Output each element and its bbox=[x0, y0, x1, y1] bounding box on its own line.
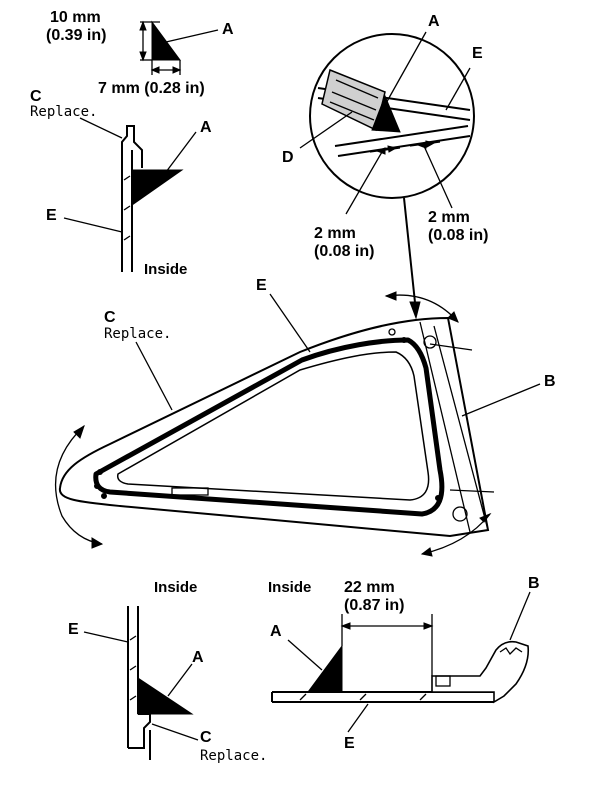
label-a-leader-4 bbox=[167, 663, 193, 697]
label-a-3: A bbox=[428, 13, 440, 30]
glass-e-lower-line bbox=[334, 125, 469, 147]
label-e-5: E bbox=[344, 735, 355, 752]
label-a-leader-5 bbox=[287, 639, 323, 671]
frame-b-rails bbox=[419, 321, 489, 533]
gap-leader-1 bbox=[345, 151, 383, 215]
height-in-text: (0.39 in) bbox=[46, 27, 106, 44]
glass-inner-outline bbox=[116, 351, 430, 501]
molding-c-profile-2 bbox=[128, 713, 151, 749]
label-c-leader-1 bbox=[79, 117, 123, 139]
frame-b-profile bbox=[431, 640, 530, 704]
replace-note-2: Replace. bbox=[104, 326, 171, 342]
label-d: D bbox=[282, 149, 294, 166]
label-a-leader-3 bbox=[384, 31, 427, 106]
inside-label-3: Inside bbox=[268, 579, 311, 596]
label-b-leader-2 bbox=[509, 591, 531, 641]
gap-mm-text-1: 2 mm bbox=[314, 225, 356, 242]
bottom-right-section: Inside 22 mm (0.87 in) A E B bbox=[268, 575, 540, 752]
replace-note-1: Replace. bbox=[30, 104, 97, 120]
frame-hole-bottom bbox=[452, 506, 468, 522]
offset-in-text: (0.87 in) bbox=[344, 597, 404, 614]
label-e-leader-2 bbox=[445, 67, 471, 111]
detail-callout-arrow bbox=[403, 197, 417, 313]
glass-e-outline bbox=[58, 316, 490, 538]
dam-a-circle bbox=[371, 94, 401, 133]
label-e-4: E bbox=[68, 621, 79, 638]
side-section-detail: C Replace. A E Inside bbox=[30, 88, 212, 278]
molding-c-profile bbox=[121, 125, 143, 272]
label-c-3: C bbox=[200, 729, 212, 746]
label-a-leader-2 bbox=[159, 131, 197, 181]
height-mm-text: 10 mm bbox=[50, 9, 101, 26]
label-b-leader-1 bbox=[461, 383, 541, 417]
inside-label-2: Inside bbox=[154, 579, 197, 596]
frame-hole-top bbox=[423, 335, 437, 349]
label-b-1: B bbox=[544, 373, 556, 390]
molding-c-bead bbox=[93, 337, 445, 517]
height-arrow-bottom bbox=[139, 51, 147, 62]
dam-a-bottom-right bbox=[307, 644, 343, 693]
gap-in-text-1: (0.08 in) bbox=[314, 243, 374, 260]
circle-detail: A E D 2 mm (0.08 in) 2 mm (0.08 in) bbox=[282, 13, 488, 320]
width-text: 7 mm (0.28 in) bbox=[98, 80, 205, 97]
height-arrow-top bbox=[139, 20, 147, 31]
label-a-1: A bbox=[222, 21, 234, 38]
width-arrow-right bbox=[172, 66, 182, 74]
label-c-1: C bbox=[30, 88, 42, 105]
gap-mm-text-2: 2 mm bbox=[428, 209, 470, 226]
label-a-2: A bbox=[200, 119, 212, 136]
curve-arrow-left bbox=[55, 425, 103, 545]
label-e-3: E bbox=[256, 277, 267, 294]
width-arrow-left bbox=[150, 66, 160, 74]
inside-label-1: Inside bbox=[144, 261, 187, 278]
bottom-left-section: Inside A E C Replace. bbox=[68, 579, 267, 764]
label-a-leader-1 bbox=[165, 29, 219, 43]
label-e-leader-1 bbox=[63, 217, 123, 233]
dam-profile-triangle bbox=[151, 20, 181, 61]
gap-leader-2 bbox=[423, 145, 453, 209]
glass-e-lower-line-2 bbox=[337, 135, 471, 157]
label-e-1: E bbox=[46, 207, 57, 224]
label-c-leader-3 bbox=[151, 723, 199, 741]
dam-a-side bbox=[131, 169, 184, 206]
label-b-2: B bbox=[528, 575, 540, 592]
replace-note-3: Replace. bbox=[200, 748, 267, 764]
label-e-2: E bbox=[472, 45, 483, 62]
label-c-leader-2 bbox=[135, 341, 173, 411]
label-a-4: A bbox=[192, 649, 204, 666]
gap-in-text-2: (0.08 in) bbox=[428, 227, 488, 244]
glass-clip-1 bbox=[171, 487, 209, 496]
label-e-leader-4 bbox=[83, 631, 129, 643]
label-a-5: A bbox=[270, 623, 282, 640]
dam-dimension-detail: A 10 mm (0.39 in) 7 mm (0.28 in) bbox=[46, 9, 234, 97]
label-e-leader-3 bbox=[269, 293, 311, 353]
label-c-2: C bbox=[104, 309, 116, 326]
offset-mm-text: 22 mm bbox=[344, 579, 395, 596]
label-e-leader-5 bbox=[347, 703, 369, 733]
dam-a-bottom-left bbox=[137, 677, 194, 715]
detail-callout-arrowhead bbox=[409, 301, 421, 320]
label-d-leader bbox=[299, 111, 353, 149]
quarter-glass-main: B E C Replace. bbox=[55, 277, 556, 557]
